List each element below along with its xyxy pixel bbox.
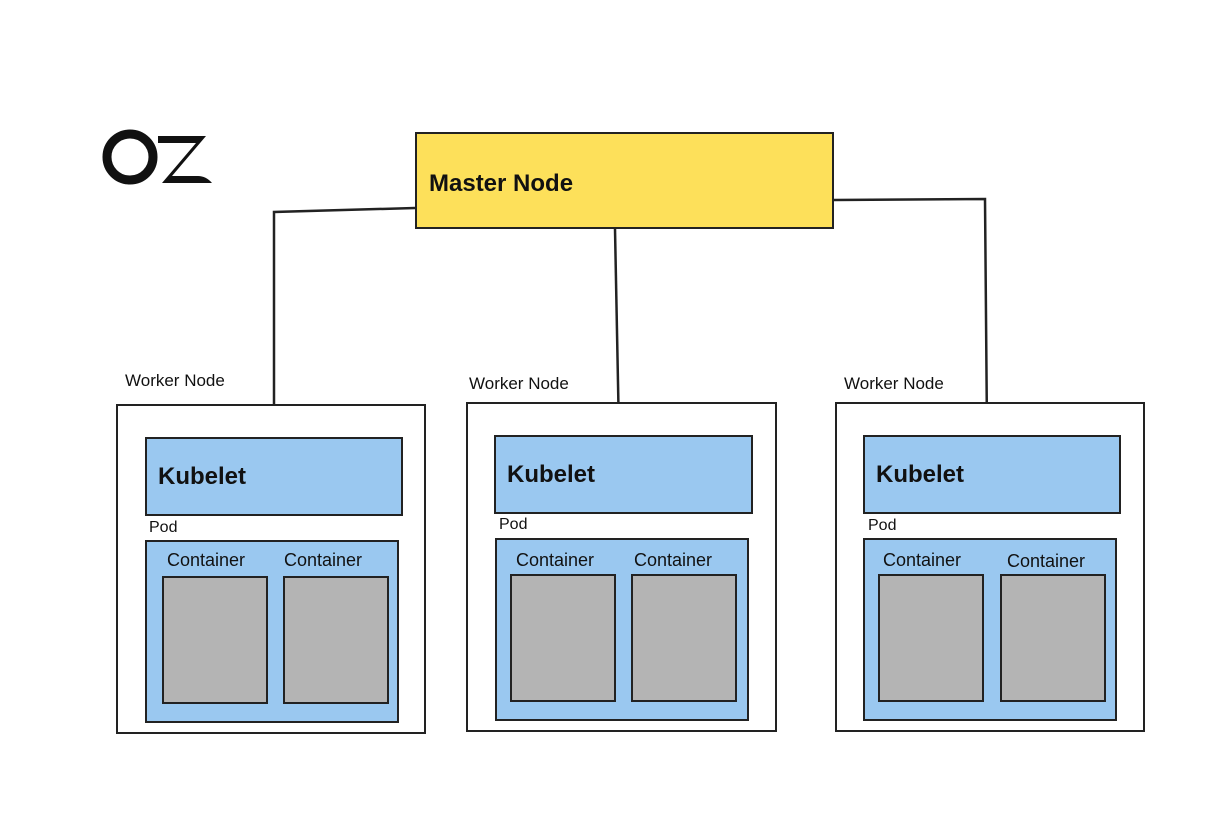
oz-logo-icon <box>102 128 214 188</box>
kubelet-label: Kubelet <box>876 461 965 488</box>
kubelet-label: Kubelet <box>158 463 247 490</box>
worker-node-caption: Worker Node <box>469 374 569 393</box>
worker-node-caption: Worker Node <box>844 374 944 393</box>
master-node-label: Master Node <box>429 170 574 197</box>
pod-caption: Pod <box>149 519 178 536</box>
worker-node-1: Kubelet Pod Container Container <box>116 404 426 734</box>
container-caption: Container <box>167 550 246 570</box>
pod-caption: Pod <box>499 516 528 533</box>
container-caption: Container <box>1007 551 1086 571</box>
kubelet-box: Kubelet <box>494 435 753 514</box>
pod-caption: Pod <box>868 517 897 534</box>
container-caption: Container <box>284 550 363 570</box>
container-box <box>1000 574 1106 702</box>
worker-node-3: Kubelet Pod Container Container <box>835 402 1145 732</box>
connector-master-worker-1 <box>272 206 416 434</box>
container-caption: Container <box>516 550 595 570</box>
worker-node-2: Kubelet Pod Container Container <box>466 402 777 732</box>
kubelet-box: Kubelet <box>863 435 1121 514</box>
pod-box: Container Container <box>863 538 1117 721</box>
container-box <box>283 576 389 704</box>
kubelet-box: Kubelet <box>145 437 403 516</box>
container-box <box>510 574 616 702</box>
pod-box: Container Container <box>495 538 749 721</box>
container-box <box>631 574 737 702</box>
container-box <box>878 574 984 702</box>
master-node: Master Node <box>415 132 834 229</box>
pod-box: Container Container <box>145 540 399 723</box>
connector-master-worker-3 <box>833 197 989 433</box>
container-caption: Container <box>883 550 962 570</box>
container-caption: Container <box>634 550 713 570</box>
kubelet-label: Kubelet <box>507 461 596 488</box>
container-box <box>162 576 268 704</box>
worker-node-caption: Worker Node <box>125 371 225 390</box>
